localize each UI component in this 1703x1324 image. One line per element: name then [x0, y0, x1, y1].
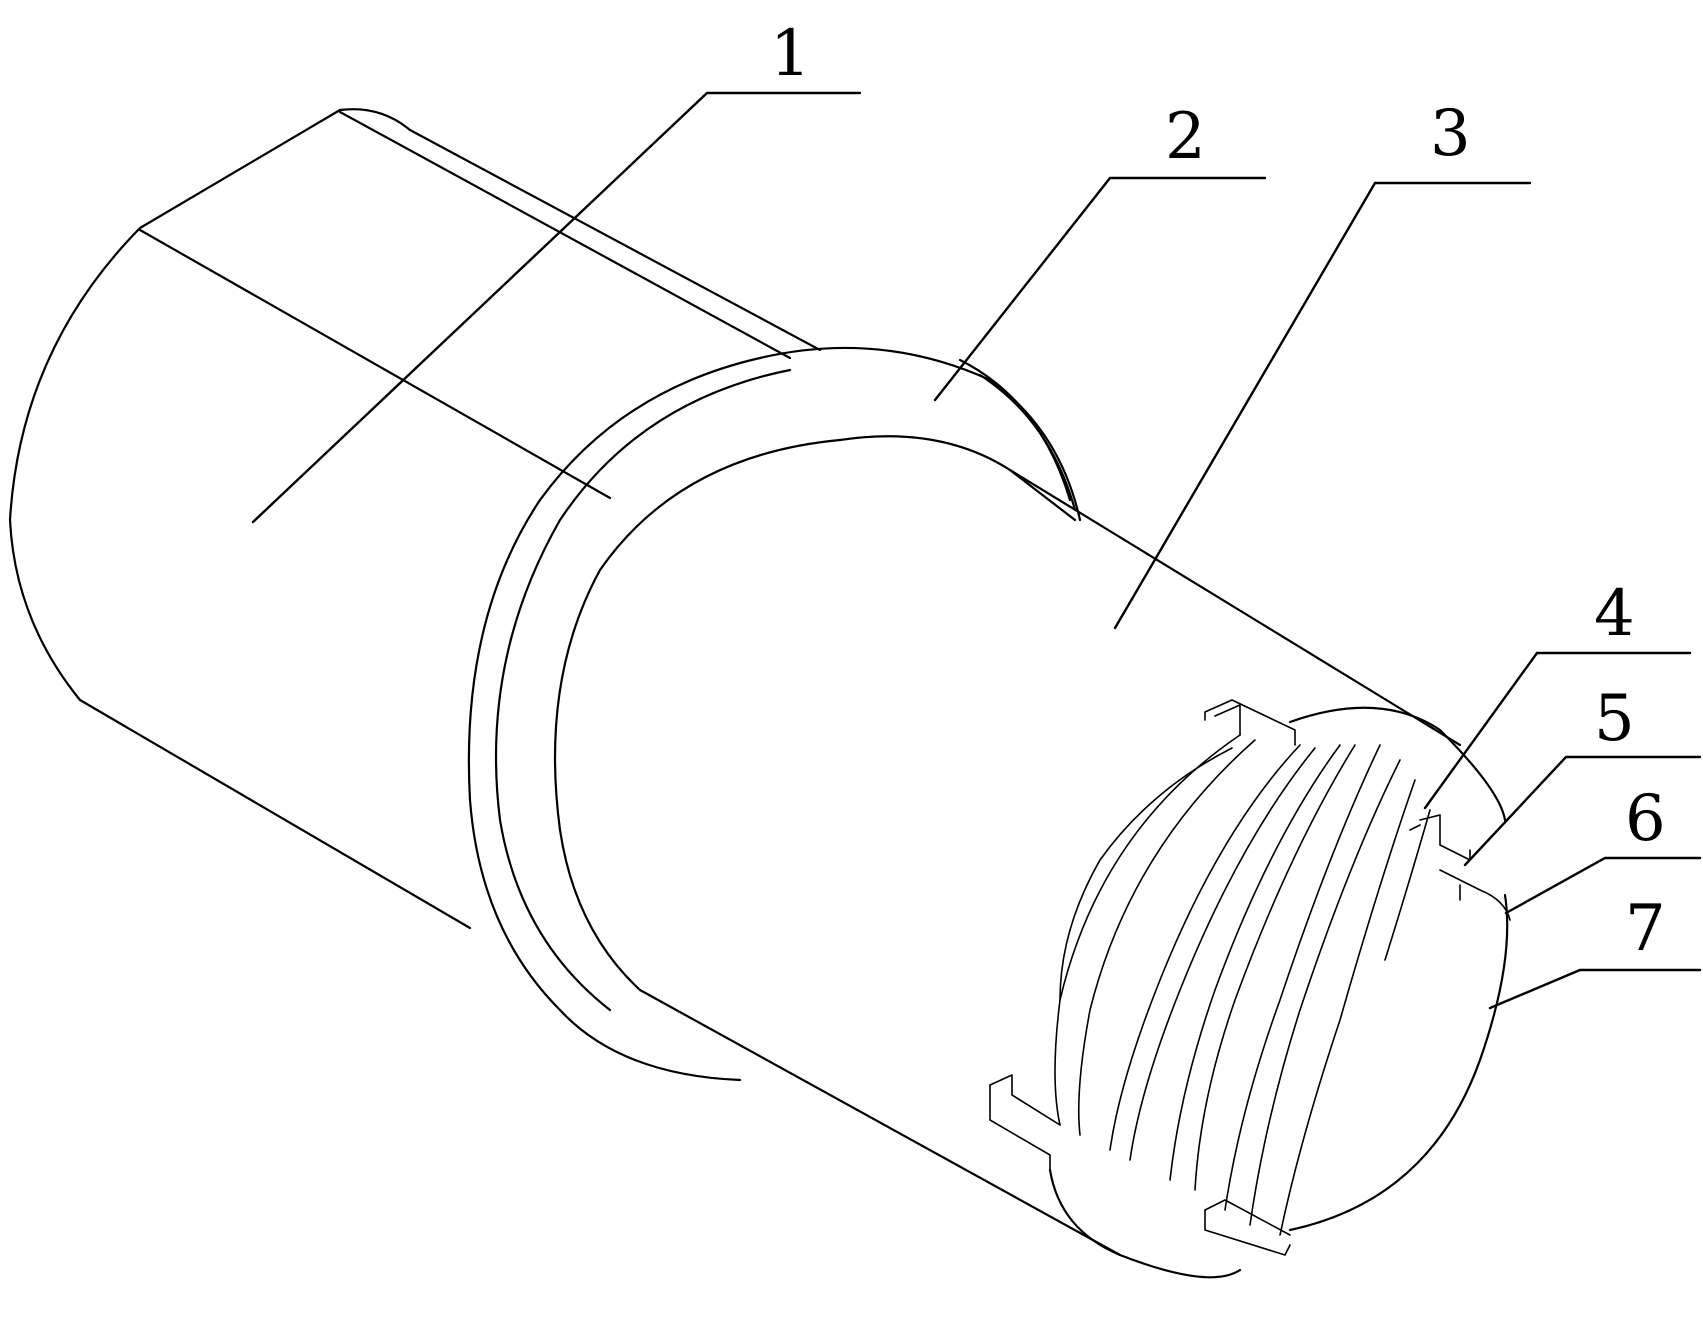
- leader-2: [933, 176, 1267, 402]
- callout-4: 4: [1594, 577, 1635, 651]
- leader-3: [1113, 181, 1532, 630]
- flange-ring: [467, 346, 1082, 1082]
- leader-5: [1463, 755, 1702, 867]
- slotted-end: [989, 699, 1511, 1279]
- callout-6: 6: [1625, 782, 1666, 856]
- callout-labels: 1 2 3 4 5 6 7: [770, 17, 1666, 966]
- callout-5: 5: [1594, 682, 1635, 756]
- leader-4: [1423, 651, 1692, 810]
- leader-1: [251, 91, 862, 524]
- callout-2: 2: [1165, 100, 1206, 174]
- callout-7: 7: [1625, 892, 1666, 966]
- callout-3: 3: [1430, 97, 1471, 171]
- leader-lines: [251, 91, 1702, 1010]
- callout-1: 1: [770, 17, 811, 91]
- rear-cylinder: [8, 108, 822, 930]
- front-cylinder: [553, 435, 1462, 1257]
- leader-6: [1504, 856, 1702, 915]
- leader-7: [1488, 968, 1702, 1010]
